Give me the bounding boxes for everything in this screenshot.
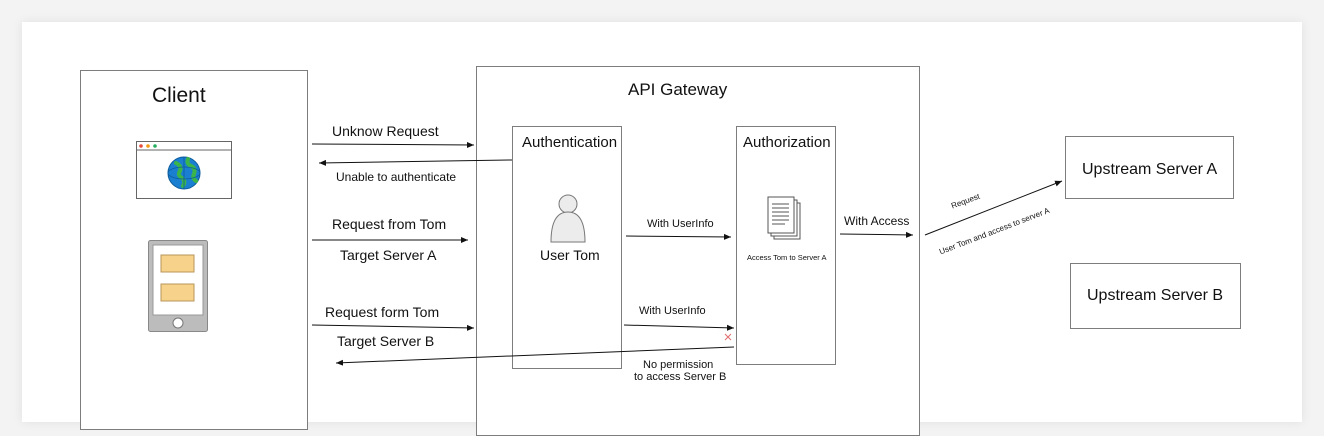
arrow-unable-authenticate: [318, 159, 513, 166]
authorization-title: Authorization: [743, 134, 831, 151]
api-gateway-title: API Gateway: [628, 80, 728, 99]
authentication-title: Authentication: [522, 134, 618, 151]
upstream-server-a-box: [1065, 136, 1234, 199]
arrow-with-userinfo-2: [623, 324, 735, 331]
diagram-canvas: Client API Gateway Authentication: [22, 22, 1302, 436]
deny-x-icon: [724, 333, 732, 341]
connector-arrows: [311, 141, 1063, 366]
label-target-server-b: Target Server B: [337, 333, 435, 349]
label-unable-authenticate: Unable to authenticate: [336, 170, 457, 184]
label-with-access: With Access: [844, 214, 910, 228]
access-tom-label: Access Tom to Server A: [747, 253, 827, 262]
upstream-server-b-label: Upstream Server B: [1087, 287, 1224, 304]
user-tom-label: User Tom: [540, 247, 600, 263]
documents-icon: [767, 196, 803, 242]
label-request-form-tom: Request form Tom: [325, 304, 440, 320]
user-icon: [548, 194, 588, 244]
arrow-to-server-a: [924, 180, 1063, 236]
arrow-with-userinfo-1: [625, 233, 732, 240]
mobile-phone-icon: [148, 240, 208, 332]
label-no-permission-1: No permission: [643, 359, 714, 371]
arrow-request-form-tom: [311, 324, 475, 331]
label-unknow-request: Unknow Request: [332, 123, 439, 139]
arrow-with-access: [839, 231, 914, 238]
label-with-userinfo-1: With UserInfo: [647, 218, 714, 230]
browser-globe-icon: [136, 141, 232, 199]
upstream-server-a-label: Upstream Server A: [1082, 161, 1218, 178]
label-request-from-tom: Request from Tom: [332, 216, 447, 232]
authorization-box: [736, 126, 836, 365]
authentication-box: [512, 126, 622, 369]
label-with-userinfo-2: With UserInfo: [639, 305, 706, 317]
label-target-server-a: Target Server A: [340, 247, 437, 263]
upstream-server-b-box: [1070, 263, 1241, 329]
label-no-permission-2: to access Server B: [634, 371, 727, 383]
arrow-no-permission: [335, 346, 735, 366]
client-title: Client: [152, 84, 206, 107]
arrow-unknow-request: [311, 141, 475, 148]
